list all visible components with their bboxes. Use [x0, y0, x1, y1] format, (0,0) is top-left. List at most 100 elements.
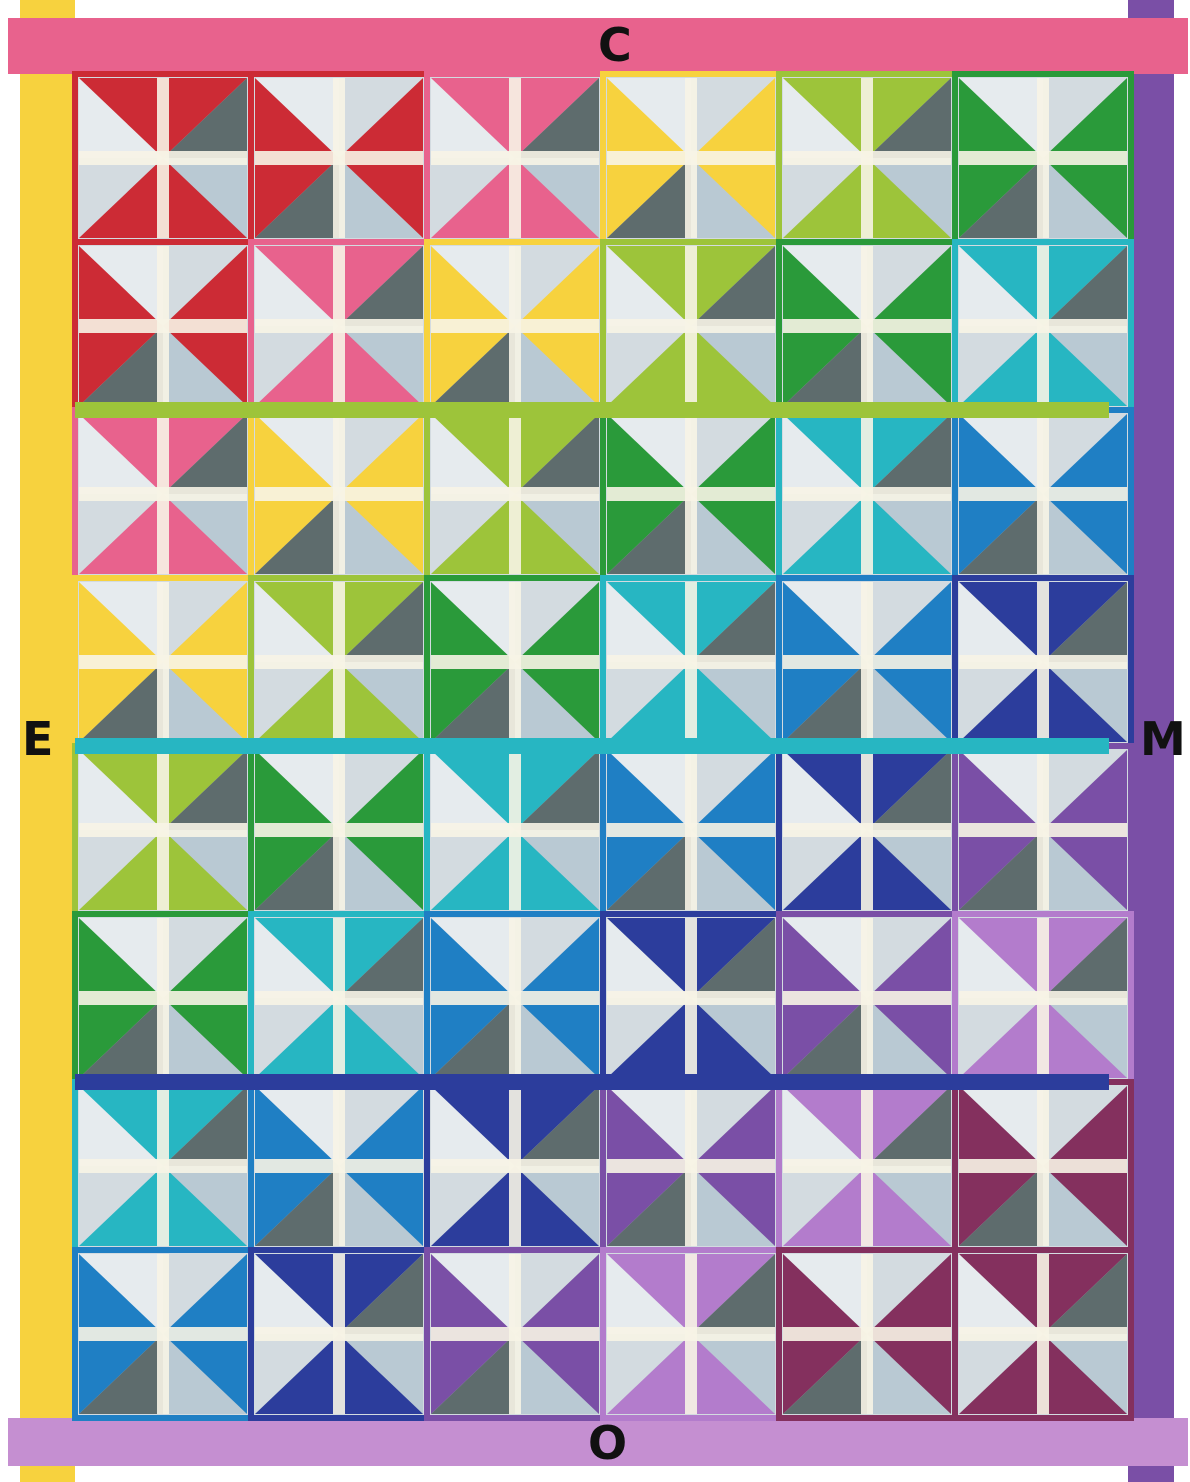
block-cross-horizontal: [431, 823, 599, 837]
block-cross-horizontal: [783, 823, 951, 837]
quilt-block: [75, 410, 251, 578]
quilt-block: [779, 914, 955, 1082]
quilt-block: [955, 242, 1131, 410]
block-cross-horizontal: [607, 487, 775, 501]
block-cross-horizontal: [431, 1327, 599, 1341]
sashing-strip: [75, 738, 1109, 754]
bottom-border-label: O: [588, 1420, 627, 1466]
block-cross-horizontal: [783, 1327, 951, 1341]
quilt-block: [955, 914, 1131, 1082]
quilt-block: [955, 74, 1131, 242]
quilt-block: [427, 74, 603, 242]
quilt-block: [603, 914, 779, 1082]
block-cross-horizontal: [783, 319, 951, 333]
block-cross-horizontal: [79, 1327, 247, 1341]
block-cross-horizontal: [255, 151, 423, 165]
quilt-block: [251, 1250, 427, 1418]
block-cross-horizontal: [255, 1327, 423, 1341]
block-cross-horizontal: [607, 991, 775, 1005]
quilt-block: [955, 578, 1131, 746]
block-cross-horizontal: [79, 655, 247, 669]
block-cross-horizontal: [607, 1159, 775, 1173]
quilt-block: [779, 1250, 955, 1418]
quilt-block: [779, 74, 955, 242]
block-cross-horizontal: [607, 655, 775, 669]
quilt-block: [955, 410, 1131, 578]
block-cross-horizontal: [255, 1159, 423, 1173]
block-cross-horizontal: [783, 1159, 951, 1173]
block-cross-horizontal: [959, 487, 1127, 501]
block-cross-horizontal: [959, 1327, 1127, 1341]
block-cross-horizontal: [959, 319, 1127, 333]
block-cross-horizontal: [431, 655, 599, 669]
block-cross-horizontal: [607, 151, 775, 165]
block-cross-horizontal: [79, 1159, 247, 1173]
quilt-block: [603, 578, 779, 746]
right-border-label: M: [1140, 716, 1186, 762]
quilt-block: [955, 1250, 1131, 1418]
quilt-block: [251, 1082, 427, 1250]
block-cross-horizontal: [959, 1159, 1127, 1173]
quilt-block: [251, 74, 427, 242]
block-cross-horizontal: [959, 991, 1127, 1005]
block-cross-horizontal: [431, 991, 599, 1005]
quilt-block: [603, 746, 779, 914]
quilt-block: [779, 410, 955, 578]
quilt-block: [779, 242, 955, 410]
quilt-block: [427, 914, 603, 1082]
block-cross-horizontal: [607, 319, 775, 333]
quilt-block: [603, 410, 779, 578]
block-cross-horizontal: [79, 319, 247, 333]
quilt-block: [427, 746, 603, 914]
quilt-block: [955, 746, 1131, 914]
quilt-block: [603, 1082, 779, 1250]
quilt-block: [75, 242, 251, 410]
quilt-block: [75, 74, 251, 242]
quilt-block: [75, 578, 251, 746]
quilt-block: [75, 1082, 251, 1250]
quilt-block: [427, 1082, 603, 1250]
block-cross-horizontal: [255, 487, 423, 501]
block-cross-horizontal: [79, 823, 247, 837]
block-cross-horizontal: [783, 991, 951, 1005]
block-cross-horizontal: [783, 487, 951, 501]
block-cross-horizontal: [79, 991, 247, 1005]
block-cross-horizontal: [431, 319, 599, 333]
block-cross-horizontal: [607, 823, 775, 837]
quilt-block: [427, 242, 603, 410]
quilt-block: [427, 578, 603, 746]
quilt-block: [75, 1250, 251, 1418]
block-cross-horizontal: [431, 151, 599, 165]
quilt-block: [75, 914, 251, 1082]
block-cross-horizontal: [255, 823, 423, 837]
quilt-block: [603, 1250, 779, 1418]
quilt-block: [955, 1082, 1131, 1250]
block-cross-horizontal: [431, 487, 599, 501]
left-border-label: E: [22, 716, 53, 762]
sashing-strip: [75, 402, 1109, 418]
quilt-block: [779, 746, 955, 914]
block-cross-horizontal: [431, 1159, 599, 1173]
quilt-block: [251, 578, 427, 746]
block-cross-horizontal: [255, 991, 423, 1005]
quilt-block: [75, 746, 251, 914]
quilt-block: [603, 74, 779, 242]
block-cross-horizontal: [783, 151, 951, 165]
quilt-block: [251, 242, 427, 410]
quilt-block: [427, 1250, 603, 1418]
quilt-block: [779, 1082, 955, 1250]
quilt-block: [251, 746, 427, 914]
quilt-block: [603, 242, 779, 410]
block-cross-horizontal: [959, 823, 1127, 837]
quilt-block: [251, 914, 427, 1082]
block-cross-horizontal: [959, 655, 1127, 669]
block-cross-horizontal: [607, 1327, 775, 1341]
top-border-label: C: [598, 22, 632, 68]
block-cross-horizontal: [783, 655, 951, 669]
quilt-block: [427, 410, 603, 578]
sashing-strip: [75, 1074, 1109, 1090]
block-cross-horizontal: [79, 487, 247, 501]
block-cross-horizontal: [79, 151, 247, 165]
block-cross-horizontal: [959, 151, 1127, 165]
